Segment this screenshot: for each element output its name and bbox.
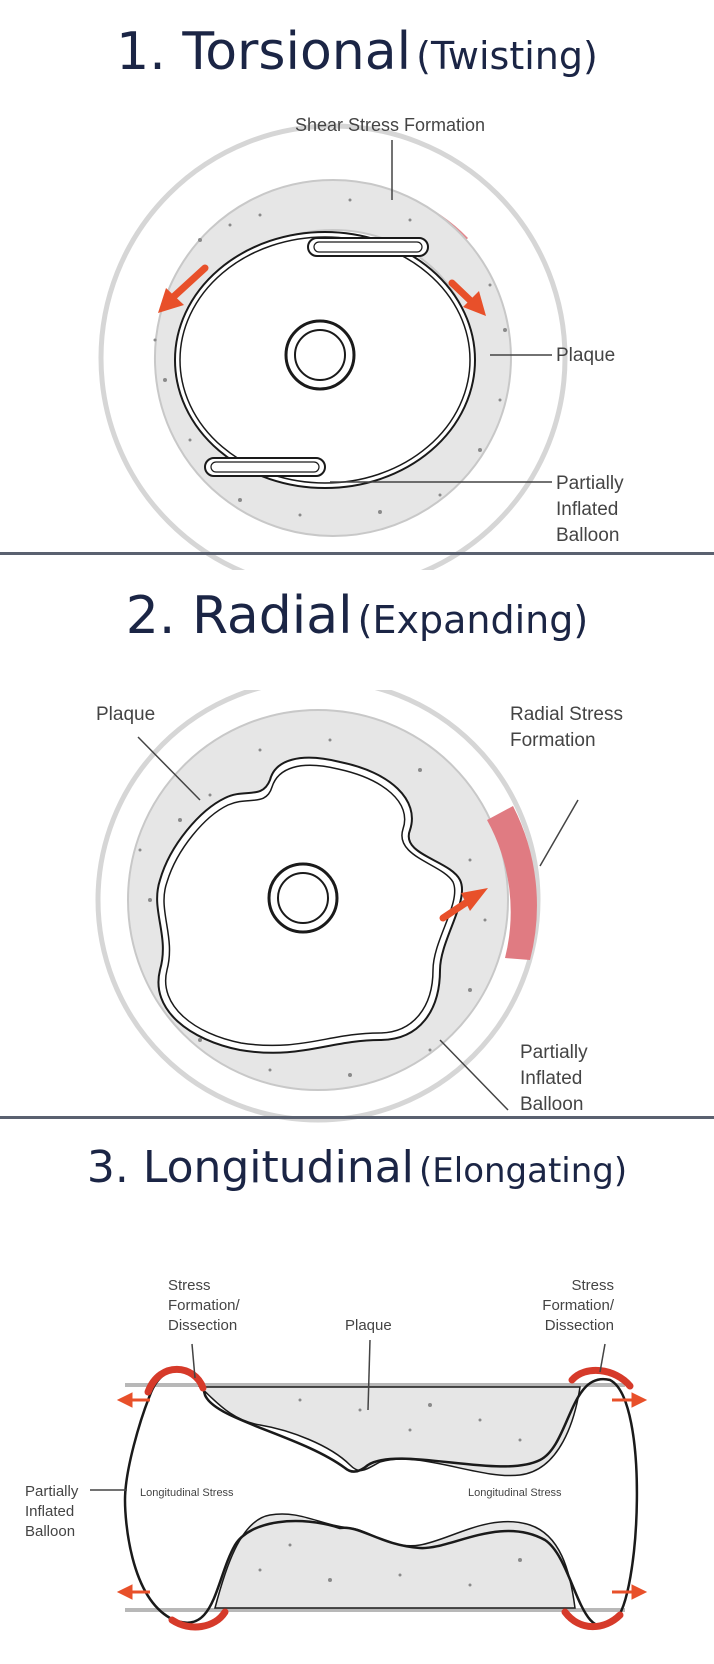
balloon-outline xyxy=(123,1369,639,1628)
torsional-title: 1. Torsional (Twisting) xyxy=(0,22,714,82)
radial-title-sub: (Expanding) xyxy=(357,598,589,642)
label-balloon-line-1: Partially xyxy=(520,1042,588,1063)
label-balloon-line-1: Partially xyxy=(556,473,624,494)
twist-arrow-right xyxy=(448,279,486,316)
radial-title: 2. Radial (Expanding) xyxy=(0,586,714,646)
radial-arrow xyxy=(439,888,488,922)
label-stress-right-line-3: Dissection xyxy=(545,1317,614,1334)
label-balloon-line-1: Partially xyxy=(25,1483,79,1500)
label-stress-right-line-1: Stress xyxy=(571,1277,614,1294)
label-plaque: Plaque xyxy=(96,704,155,725)
plaque-top xyxy=(197,1386,581,1477)
divider-1 xyxy=(0,552,714,555)
label-longitudinal-stress-left: Longitudinal Stress xyxy=(140,1487,234,1499)
plaque-speckles xyxy=(153,198,507,517)
longitudinal-title-sub: (Elongating) xyxy=(419,1151,628,1191)
label-longitudinal-stress-right: Longitudinal Stress xyxy=(468,1487,562,1499)
label-radial-line-2: Formation xyxy=(510,730,596,751)
radial-title-main: 2. Radial xyxy=(125,586,353,646)
twist-arrow-left xyxy=(158,264,209,313)
label-stress-right-line-2: Formation/ xyxy=(542,1297,615,1314)
label-balloon-line-3: Balloon xyxy=(556,525,619,546)
label-radial-line-1: Radial Stress xyxy=(510,704,623,725)
torsional-diagram: Shear Stress Formation Plaque Partially … xyxy=(98,115,624,570)
longitudinal-diagram: Stress Formation/ Dissection Stress Form… xyxy=(25,1277,648,1631)
label-balloon-line-3: Balloon xyxy=(520,1094,583,1115)
longitudinal-panel: 3. Longitudinal (Elongating) xyxy=(0,1120,714,1664)
torsional-title-main: 1. Torsional xyxy=(116,22,412,82)
arrows-right xyxy=(612,1392,648,1600)
label-shear-stress: Shear Stress Formation xyxy=(295,115,485,135)
label-balloon-line-2: Inflated xyxy=(25,1503,74,1520)
label-plaque: Plaque xyxy=(345,1317,392,1334)
radial-panel: 2. Radial (Expanding) Plaque Radial St xyxy=(0,556,714,1123)
torsional-panel: 1. Torsional (Twisting) xyxy=(0,0,714,570)
longitudinal-title: 3. Longitudinal (Elongating) xyxy=(0,1142,714,1193)
label-balloon-line-2: Inflated xyxy=(556,499,618,520)
plaque-speckles xyxy=(258,1398,522,1587)
arrows-left xyxy=(116,1392,150,1600)
label-stress-left-line-1: Stress xyxy=(168,1277,211,1294)
balloon-fold-top xyxy=(307,237,429,257)
label-stress-left-line-3: Dissection xyxy=(168,1317,237,1334)
label-balloon-line-3: Balloon xyxy=(25,1523,75,1540)
label-plaque: Plaque xyxy=(556,345,615,366)
divider-2 xyxy=(0,1116,714,1119)
torsional-title-sub: (Twisting) xyxy=(416,34,598,78)
radial-diagram: Plaque Radial Stress Formation Partially… xyxy=(95,690,623,1123)
radial-stress-band xyxy=(487,806,537,960)
dissection-marks xyxy=(144,1365,634,1631)
plaque-speckles xyxy=(138,738,487,1077)
label-balloon-line-2: Inflated xyxy=(520,1068,582,1089)
label-stress-left-line-2: Formation/ xyxy=(168,1297,241,1314)
longitudinal-title-main: 3. Longitudinal xyxy=(86,1142,414,1193)
balloon-fold-bottom xyxy=(204,457,326,477)
